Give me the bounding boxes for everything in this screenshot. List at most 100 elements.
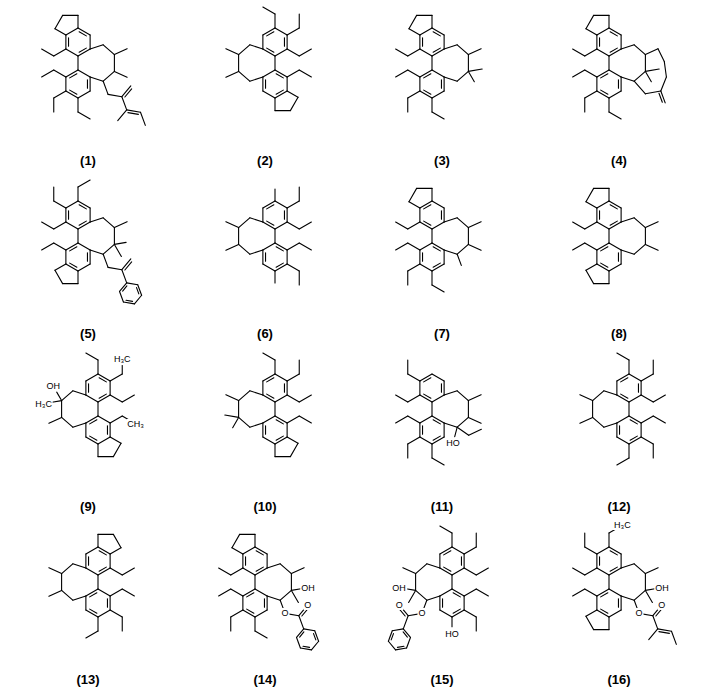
- bond-line: [134, 295, 141, 304]
- bond-line: [238, 228, 239, 245]
- bond-line: [86, 437, 98, 444]
- bond-line: [275, 456, 290, 457]
- bond-line: [275, 91, 287, 98]
- bond-line: [621, 394, 628, 398]
- bond-line: [255, 568, 267, 575]
- bond-line: [468, 49, 481, 55]
- bond-line: [641, 381, 642, 395]
- bond-line: [432, 416, 444, 423]
- bond-line: [97, 617, 98, 631]
- bond-line: [55, 270, 63, 283]
- bond-line: [609, 201, 621, 208]
- bond-line: [274, 98, 275, 111]
- bond-line: [299, 70, 311, 77]
- bond-line: [98, 547, 110, 554]
- bond-line: [219, 589, 231, 596]
- bond-line: [239, 417, 250, 427]
- bond-line: [275, 243, 287, 250]
- bond-line: [609, 610, 621, 617]
- bond-line: [114, 55, 115, 72]
- bond-line: [419, 208, 420, 222]
- bond-line: [226, 395, 239, 401]
- bond-line: [397, 646, 404, 647]
- bond-line: [275, 416, 287, 423]
- bond-line: [122, 97, 127, 110]
- bond-line: [232, 548, 243, 554]
- bond-line: [118, 110, 127, 121]
- bond-line: [114, 242, 126, 244]
- compound-number: (4): [611, 153, 627, 168]
- bond-line: [659, 632, 669, 634]
- bond-line: [287, 423, 288, 437]
- bond-line: [457, 417, 468, 427]
- bond-line: [242, 596, 243, 610]
- bond-line: [621, 596, 622, 610]
- bond-line: [274, 402, 275, 416]
- bond-line: [66, 201, 78, 208]
- bond-line: [250, 423, 263, 427]
- bond-line: [453, 609, 460, 613]
- bond-line: [120, 291, 124, 302]
- bond-line: [99, 551, 106, 555]
- bond-line: [444, 391, 457, 395]
- bond-line: [267, 596, 268, 610]
- atom-label: OH: [654, 583, 670, 593]
- bond-line: [585, 589, 597, 596]
- bond-line: [573, 568, 585, 575]
- bond-line: [110, 423, 111, 437]
- bond-line: [77, 271, 78, 284]
- bond-line: [88, 384, 89, 392]
- bond-line: [62, 417, 73, 427]
- bond-line: [464, 610, 476, 617]
- bond-line: [408, 416, 420, 423]
- bond-line: [42, 222, 54, 229]
- bond-line: [457, 45, 468, 55]
- bond-line: [455, 427, 457, 436]
- bond-line: [54, 49, 66, 56]
- bond-line: [432, 49, 444, 56]
- bond-line: [231, 610, 243, 617]
- bond-line: [262, 381, 263, 395]
- bond-line: [275, 222, 287, 229]
- bond-line: [407, 271, 408, 285]
- bond-line: [299, 395, 311, 402]
- bond-line: [287, 381, 288, 395]
- bond-line: [53, 187, 54, 201]
- bond-line: [62, 391, 73, 401]
- bond-line: [122, 270, 127, 283]
- bond-line: [122, 617, 123, 631]
- bond-line: [98, 610, 110, 617]
- bond-line: [239, 71, 250, 81]
- bond-line: [299, 616, 304, 629]
- bond-line: [232, 534, 240, 547]
- compound-number: (15): [430, 672, 453, 687]
- bond-line: [122, 589, 134, 596]
- bond-line: [240, 534, 255, 535]
- bond-line: [103, 254, 108, 267]
- bond-line: [596, 250, 597, 264]
- bond-line: [585, 70, 597, 77]
- bond-line: [267, 32, 274, 36]
- bond-line: [619, 426, 620, 434]
- bond-line: [126, 300, 133, 301]
- bond-line: [77, 15, 78, 28]
- bond-line: [596, 208, 597, 222]
- bond-line: [616, 381, 617, 395]
- bond-line: [645, 244, 658, 250]
- bond-line: [70, 263, 77, 267]
- bond-line: [107, 599, 108, 607]
- bond-line: [424, 221, 431, 225]
- bond-line: [604, 391, 617, 395]
- bond-line: [299, 416, 311, 423]
- bond-line: [441, 211, 442, 219]
- bond-line: [444, 551, 451, 555]
- bond-line: [420, 243, 432, 250]
- atom-label: O: [303, 600, 312, 610]
- bond-line: [609, 547, 621, 554]
- atom-label: HO: [444, 629, 460, 639]
- bond-line: [226, 222, 239, 228]
- bond-line: [110, 395, 122, 402]
- bond-line: [609, 222, 621, 229]
- bond-line: [287, 28, 299, 35]
